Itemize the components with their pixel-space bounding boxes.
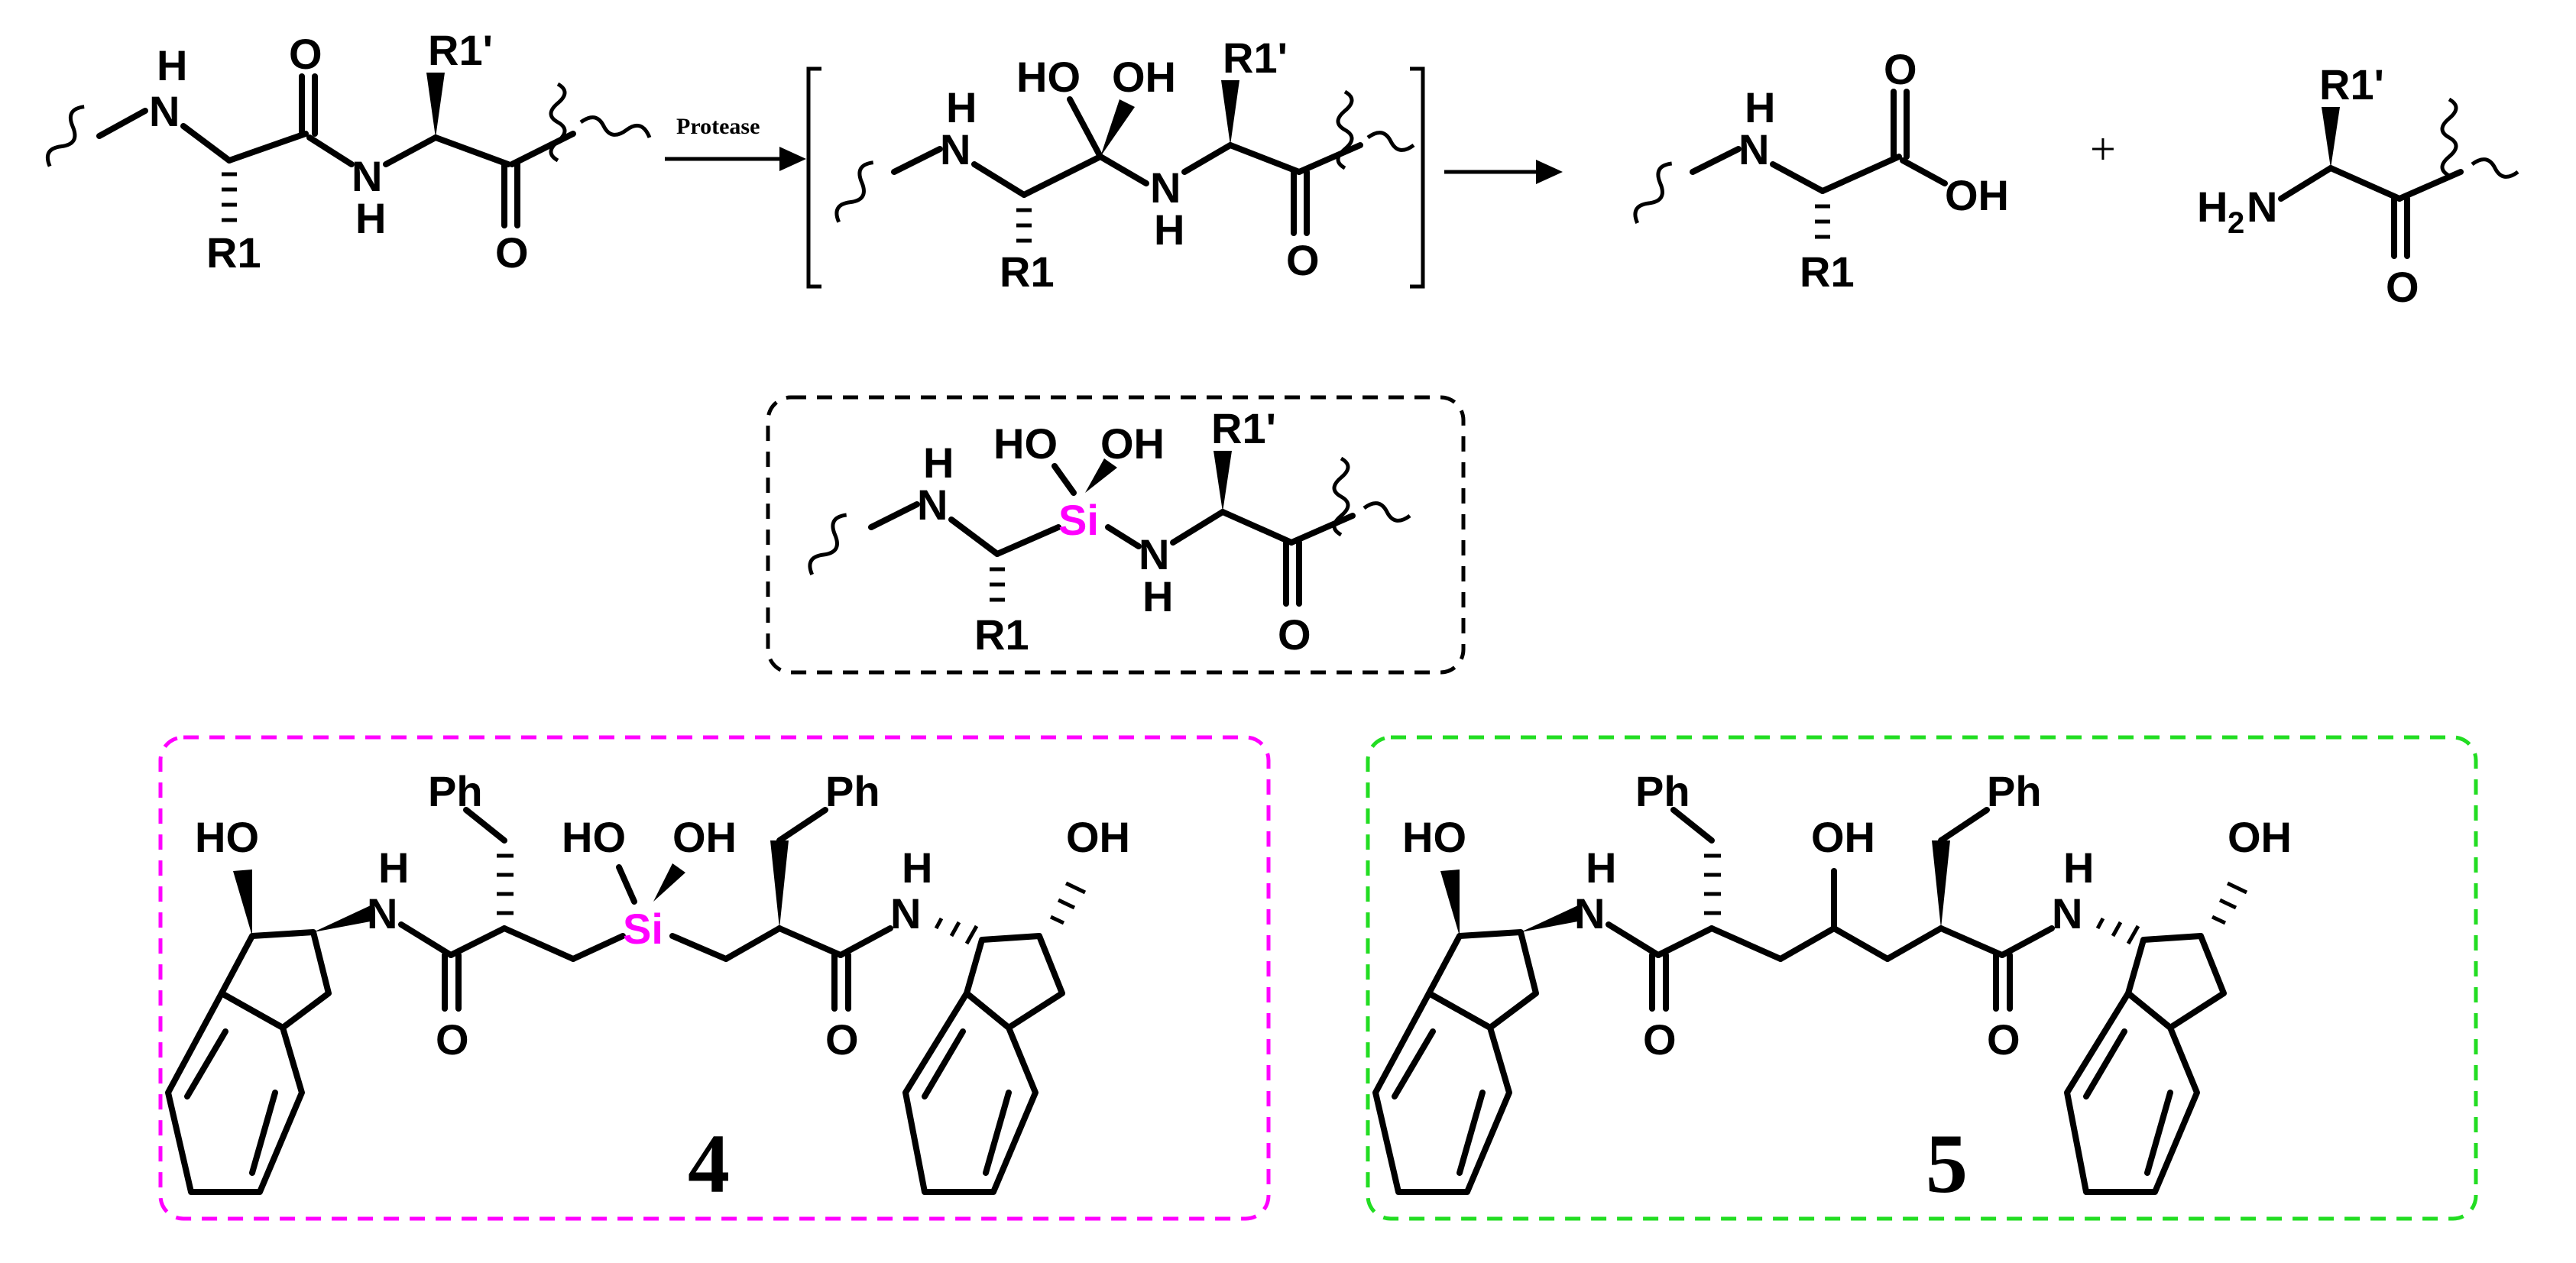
atom-label: N: [1150, 164, 1181, 212]
carboxylic-acid-product: N H R1 O OH: [1633, 45, 2009, 296]
atom-label: H: [923, 439, 954, 487]
atom-label: R1: [1000, 248, 1055, 296]
left-indanol: HO: [165, 813, 374, 1195]
atom-label: N: [2247, 183, 2277, 231]
atom-label: O: [436, 1015, 469, 1064]
silicon-atom: Si: [623, 905, 663, 953]
atom-label: R1: [1800, 248, 1855, 296]
atom-subscript: 2: [2228, 206, 2244, 240]
atom-label: HO: [993, 419, 1058, 468]
atom-label: N: [890, 889, 921, 938]
box-compound-5: [1366, 735, 2478, 1221]
right-indanol: OH: [2064, 813, 2292, 1195]
box-compound-4: [158, 735, 1271, 1221]
peptide-substrate: N H R1 O N H R1' O: [45, 26, 652, 277]
atom-label: O: [495, 228, 529, 277]
right-indanol: OH: [902, 813, 1130, 1195]
atom-label: HO: [1402, 813, 1466, 861]
atom-label: Ph: [825, 767, 880, 815]
atom-label: R1': [1223, 34, 1288, 82]
silanediol-isostere: N H R1 Si HO OH N H R1' O: [766, 395, 1466, 675]
atom-label: N: [149, 87, 180, 135]
atom-label: HO: [195, 813, 259, 861]
atom-label: H: [1154, 206, 1184, 254]
atom-label: H: [2197, 183, 2228, 231]
atom-label: H: [1142, 572, 1173, 620]
bracket-left: [806, 66, 821, 289]
compound-5-label: 5: [1926, 1117, 1968, 1210]
atom-label: OH: [672, 813, 737, 861]
hashed-bond: [1016, 208, 1032, 243]
hashed-bond: [990, 567, 1005, 602]
atom-label: OH: [2228, 813, 2292, 861]
atom-label: H: [1745, 83, 1775, 131]
atom-label: R1: [974, 610, 1029, 659]
hashed-bond: [1704, 853, 1721, 915]
compound-4: HO N H O Ph Si HO OH Ph O: [158, 735, 1271, 1221]
atom-label: OH: [1112, 53, 1176, 101]
atom-label: H: [378, 844, 409, 892]
left-indanol: HO: [1372, 813, 1582, 1195]
plus-sign: +: [2090, 124, 2116, 174]
hashed-bond: [497, 853, 514, 915]
silicon-atom: Si: [1058, 496, 1099, 544]
tetrahedral-intermediate: N H R1 HO OH N H R1' O: [806, 34, 1425, 296]
compound-5: HO N H O Ph OH Ph O N H: [1366, 735, 2478, 1221]
atom-label: Ph: [428, 767, 483, 815]
atom-label: H: [355, 194, 386, 242]
arrow-protease: Protease: [665, 114, 806, 171]
box-silanediol: [766, 395, 1466, 675]
arrow-label: Protease: [676, 114, 760, 139]
atom-label: O: [1643, 1015, 1677, 1064]
atom-label: N: [367, 889, 397, 938]
atom-label: N: [940, 125, 970, 173]
atom-label: Ph: [1987, 767, 2042, 815]
atom-label: N: [1574, 889, 1605, 938]
hashed-bond: [1815, 204, 1830, 239]
atom-label: H: [1586, 844, 1616, 892]
atom-label: O: [1987, 1015, 2020, 1064]
atom-label: OH: [1945, 171, 2009, 219]
atom-label: R1: [206, 228, 261, 277]
atom-label: R1': [428, 26, 493, 74]
atom-label: H: [2063, 844, 2094, 892]
atom-label: HO: [562, 813, 626, 861]
arrow-products: [1444, 160, 1563, 184]
atom-label: N: [2052, 889, 2082, 938]
atom-label: N: [1139, 530, 1169, 578]
atom-label: O: [1884, 45, 1917, 93]
atom-label: OH: [1066, 813, 1130, 861]
hashed-bond: [222, 172, 237, 222]
atom-label: O: [1278, 610, 1311, 659]
atom-label: OH: [1811, 813, 1875, 861]
atom-label: H: [902, 844, 932, 892]
atom-label: OH: [1100, 419, 1165, 468]
atom-label: R1': [2319, 60, 2384, 108]
atom-label: R1': [1211, 404, 1276, 452]
atom-label: HO: [1016, 53, 1081, 101]
atom-label: N: [1738, 125, 1769, 173]
atom-label: H: [946, 83, 977, 131]
atom-label: Ph: [1635, 767, 1690, 815]
atom-label: N: [352, 152, 382, 200]
atom-label: H: [157, 41, 187, 89]
atom-label: O: [289, 30, 322, 78]
atom-label: N: [917, 481, 948, 529]
compound-4-label: 4: [688, 1117, 730, 1210]
atom-label: O: [2386, 263, 2419, 311]
wedge-bond: [426, 73, 445, 138]
amine-product: H 2 N R1' O: [2197, 60, 2519, 311]
bracket-right: [1410, 66, 1425, 289]
atom-label: O: [825, 1015, 859, 1064]
atom-label: O: [1286, 236, 1320, 284]
